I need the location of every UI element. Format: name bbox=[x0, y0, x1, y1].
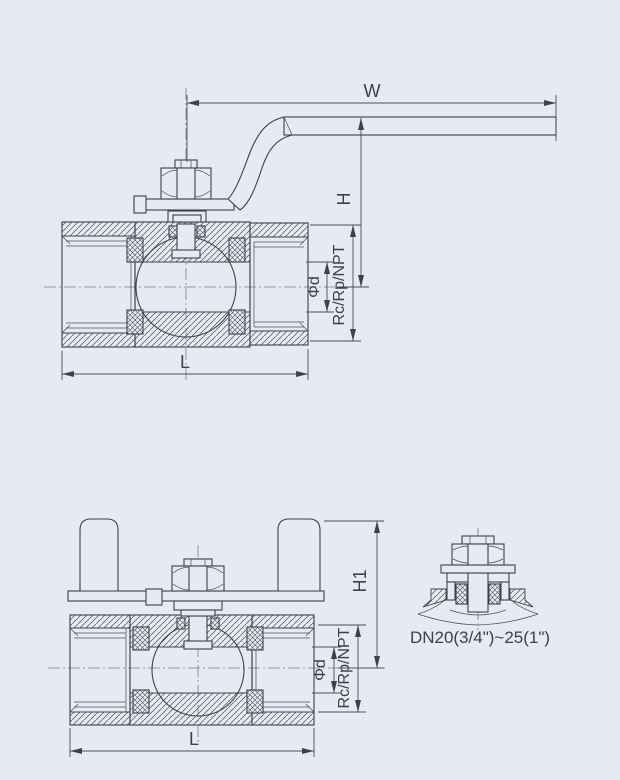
dim-label-bore: Φd bbox=[306, 276, 323, 298]
stem bbox=[176, 223, 196, 253]
butterfly-valve-drawing: H1 Rc/Rp/NPT Φd L bbox=[48, 518, 388, 757]
ball-chamber bbox=[129, 614, 264, 726]
dimensions-bottom: H1 Rc/Rp/NPT Φd L bbox=[69, 520, 384, 757]
left-port bbox=[61, 221, 136, 348]
stem-detail-drawing: DN20(3/4")~25(1") bbox=[410, 528, 550, 647]
dimensions-top: W H Rc/Rp/NPT Φd L bbox=[61, 81, 557, 380]
lever-handle bbox=[227, 116, 557, 211]
butterfly-handle bbox=[67, 518, 325, 606]
stem-nut bbox=[160, 159, 212, 200]
dim-label-l: L bbox=[189, 729, 199, 749]
right-port bbox=[251, 614, 315, 726]
dim-label-h: H bbox=[334, 193, 354, 206]
stem-nut bbox=[171, 558, 225, 592]
ball-chamber bbox=[126, 221, 251, 348]
detail-caption: DN20(3/4")~25(1") bbox=[410, 628, 550, 647]
dim-label-w: W bbox=[364, 81, 381, 101]
dim-label-h1: H1 bbox=[350, 569, 370, 592]
dim-label-thread: Rc/Rp/NPT bbox=[331, 244, 348, 325]
gland-assembly bbox=[446, 572, 510, 613]
stem bbox=[467, 572, 489, 613]
dim-label-l: L bbox=[180, 352, 190, 372]
handle-bar bbox=[283, 116, 557, 136]
body-fragment bbox=[417, 588, 539, 626]
handle-wing-left bbox=[79, 518, 119, 592]
stem-nut bbox=[440, 535, 516, 574]
gland-assembly bbox=[173, 600, 223, 630]
dim-label-thread: Rc/Rp/NPT bbox=[336, 627, 353, 708]
left-port bbox=[69, 614, 131, 726]
right-port bbox=[249, 222, 309, 346]
gland-assembly bbox=[167, 210, 207, 238]
handle-wing-right bbox=[277, 518, 321, 592]
dim-label-bore: Φd bbox=[312, 659, 329, 681]
lever-valve-drawing: W H Rc/Rp/NPT Φd L bbox=[44, 81, 557, 380]
stem bbox=[188, 615, 208, 644]
handle-bar bbox=[67, 590, 325, 602]
